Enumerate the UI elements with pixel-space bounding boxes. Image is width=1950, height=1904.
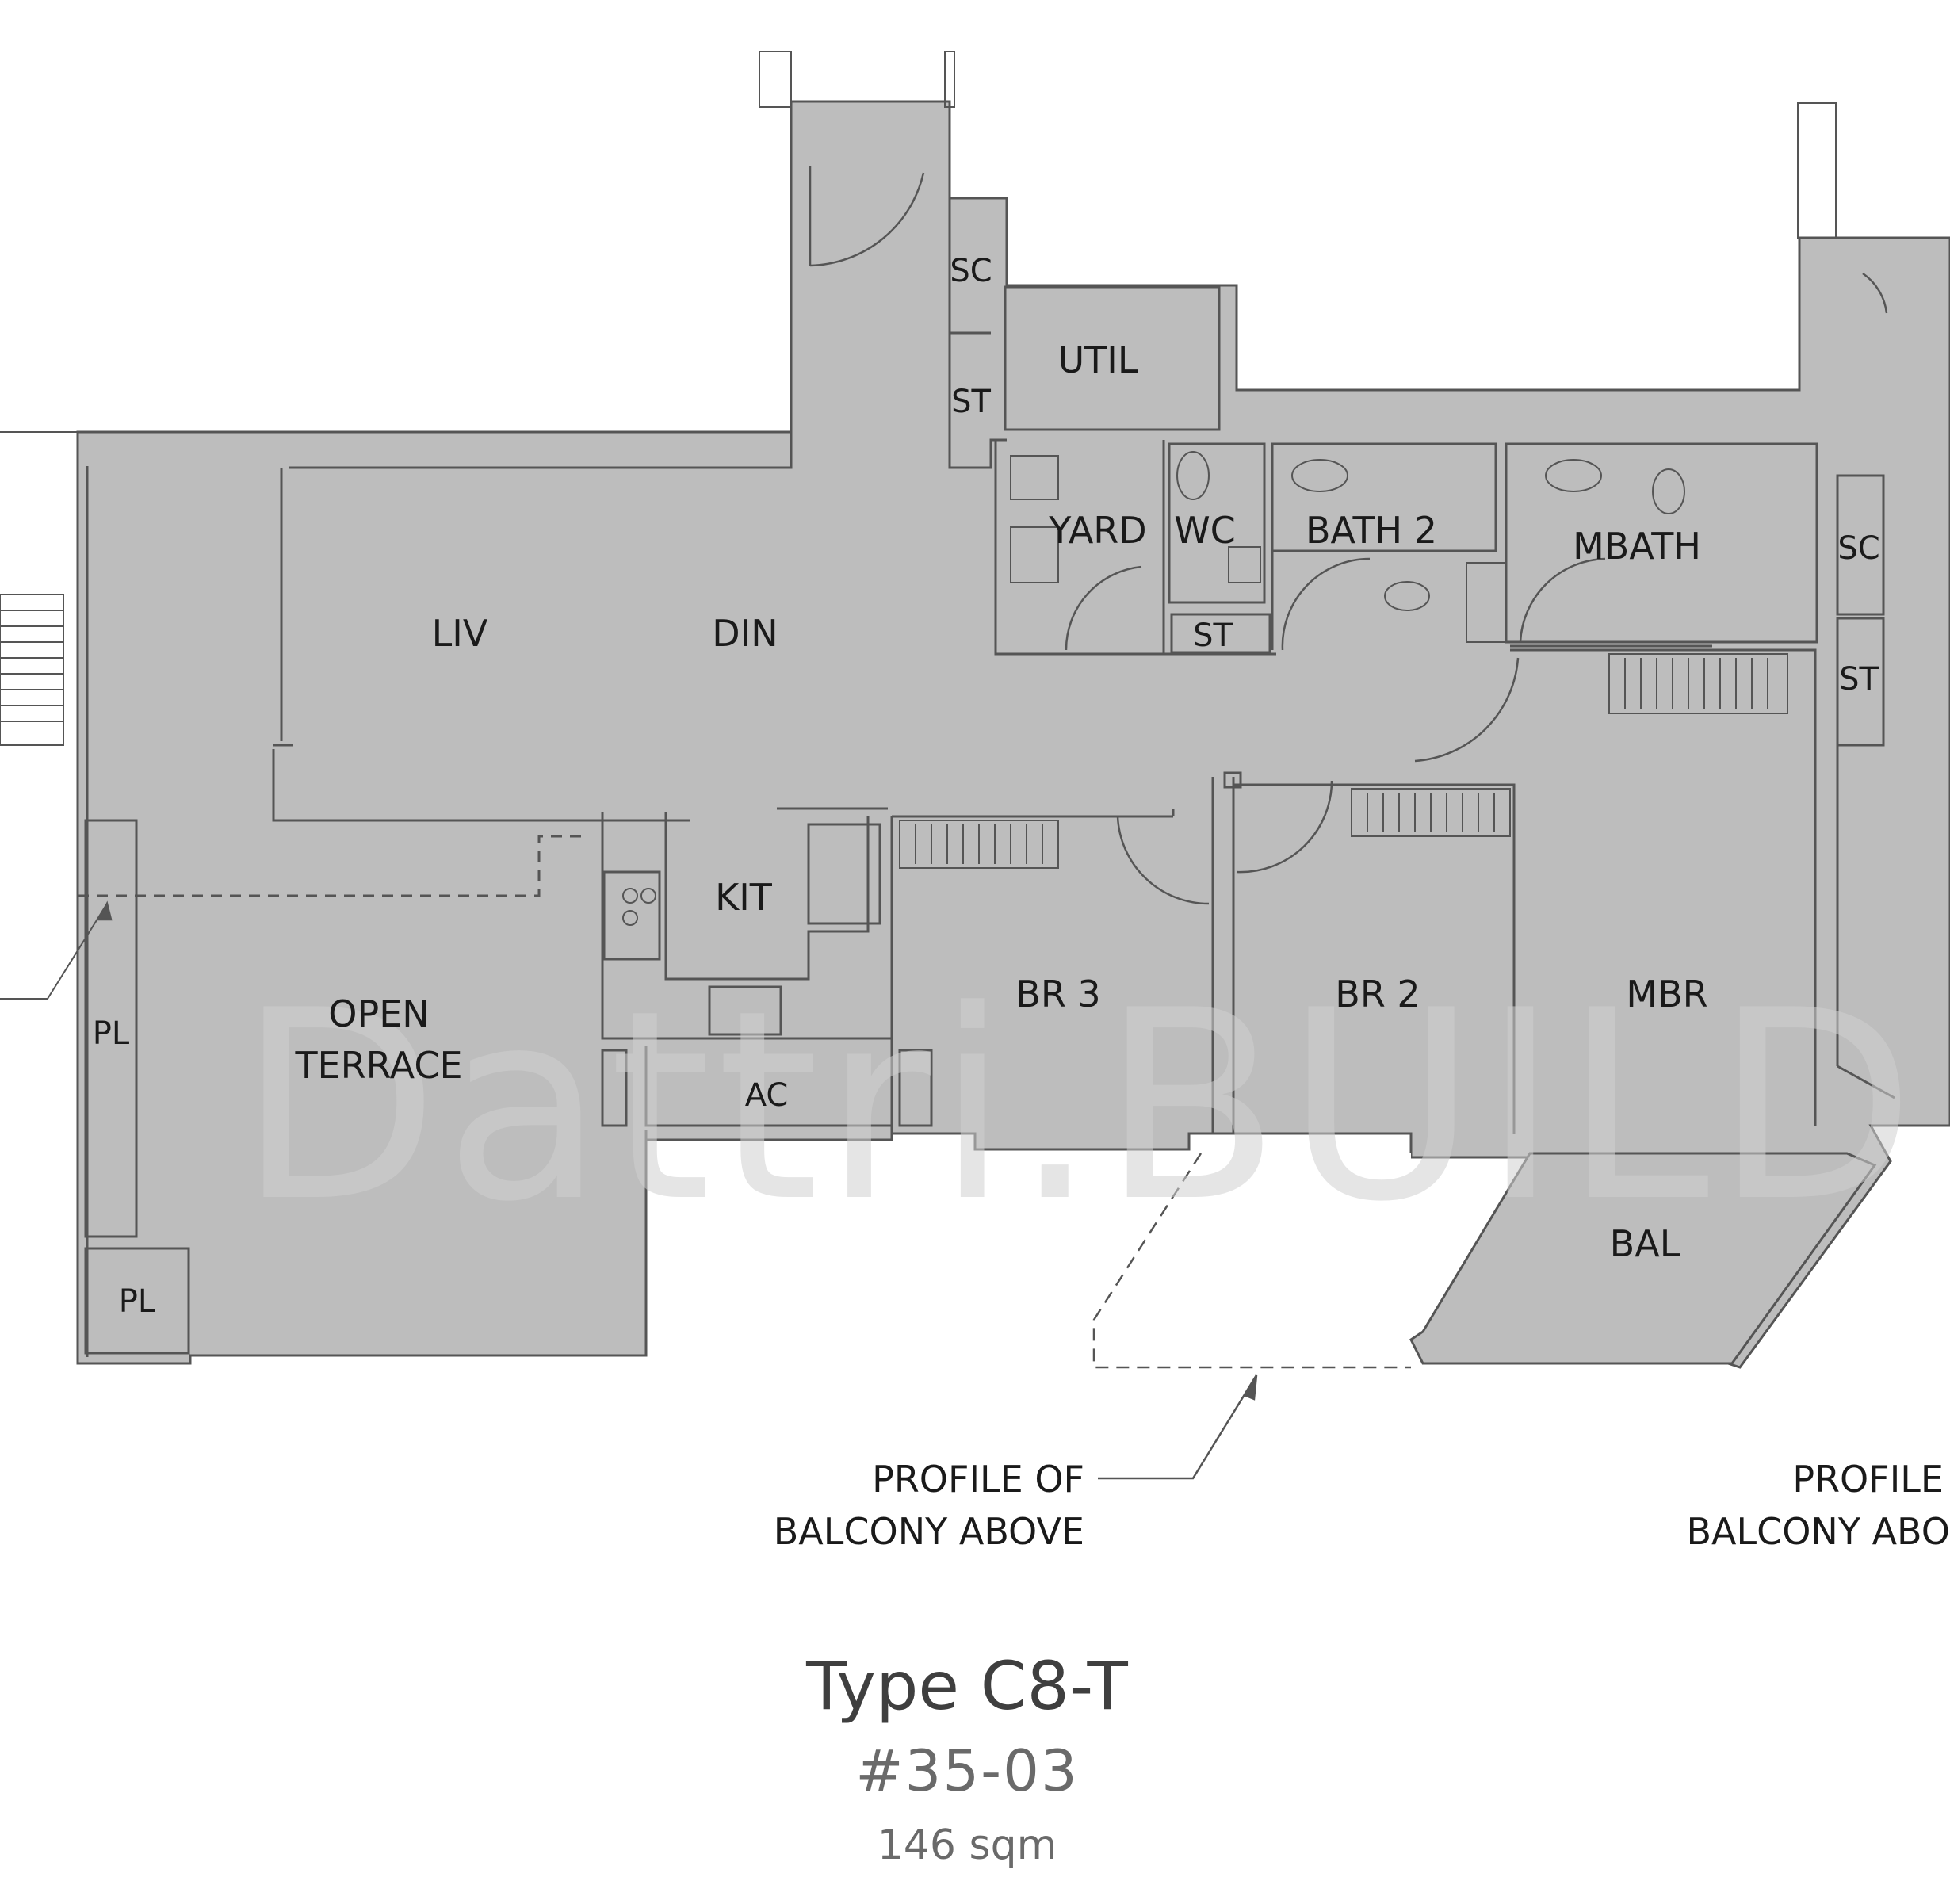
label-br2: BR 2 <box>1335 973 1420 1015</box>
unit-number: #35-03 <box>855 1738 1079 1804</box>
label-st-top: ST <box>951 384 991 420</box>
note-profile-right-2: BALCONY ABO <box>1686 1510 1950 1553</box>
label-st-wc: ST <box>1193 617 1233 654</box>
label-din: DIN <box>712 612 778 655</box>
label-yard: YARD <box>1048 509 1146 552</box>
note-profile-left-1: PROFILE OF <box>872 1458 1084 1501</box>
label-bal: BAL <box>1610 1222 1680 1265</box>
balcony-area <box>1409 1152 1877 1365</box>
interior-walls <box>78 198 1895 1357</box>
label-wc: WC <box>1174 509 1236 552</box>
note-profile-left-2: BALCONY ABOVE <box>774 1510 1084 1553</box>
room-labels: SC UTIL ST YARD WC BATH 2 MBATH ST SC ST… <box>93 253 1880 1320</box>
unit-area: 146 sqm <box>877 1822 1057 1869</box>
watermark: Dattri.BUILD <box>238 954 1921 1259</box>
label-kit: KIT <box>715 876 773 919</box>
label-bath2: BATH 2 <box>1306 509 1437 552</box>
label-st-right: ST <box>1839 661 1879 698</box>
label-pl-upper: PL <box>93 1015 130 1052</box>
label-liv: LIV <box>432 612 488 655</box>
unit-type-title: Type C8-T <box>806 1647 1128 1725</box>
note-profile-right-1: PROFILE <box>1792 1458 1944 1501</box>
label-util: UTIL <box>1058 338 1138 381</box>
label-br3: BR 3 <box>1015 973 1100 1015</box>
label-sc-top: SC <box>950 253 992 289</box>
label-mbath: MBATH <box>1573 525 1701 568</box>
label-terrace: TERRACE <box>294 1044 462 1087</box>
label-mbr: MBR <box>1626 973 1707 1015</box>
door-swings <box>809 166 1888 905</box>
label-open: OPEN <box>328 992 429 1035</box>
label-sc-right: SC <box>1837 530 1879 567</box>
fixtures <box>622 451 1685 926</box>
label-pl-lower: PL <box>119 1283 156 1320</box>
label-ac: AC <box>745 1077 789 1114</box>
